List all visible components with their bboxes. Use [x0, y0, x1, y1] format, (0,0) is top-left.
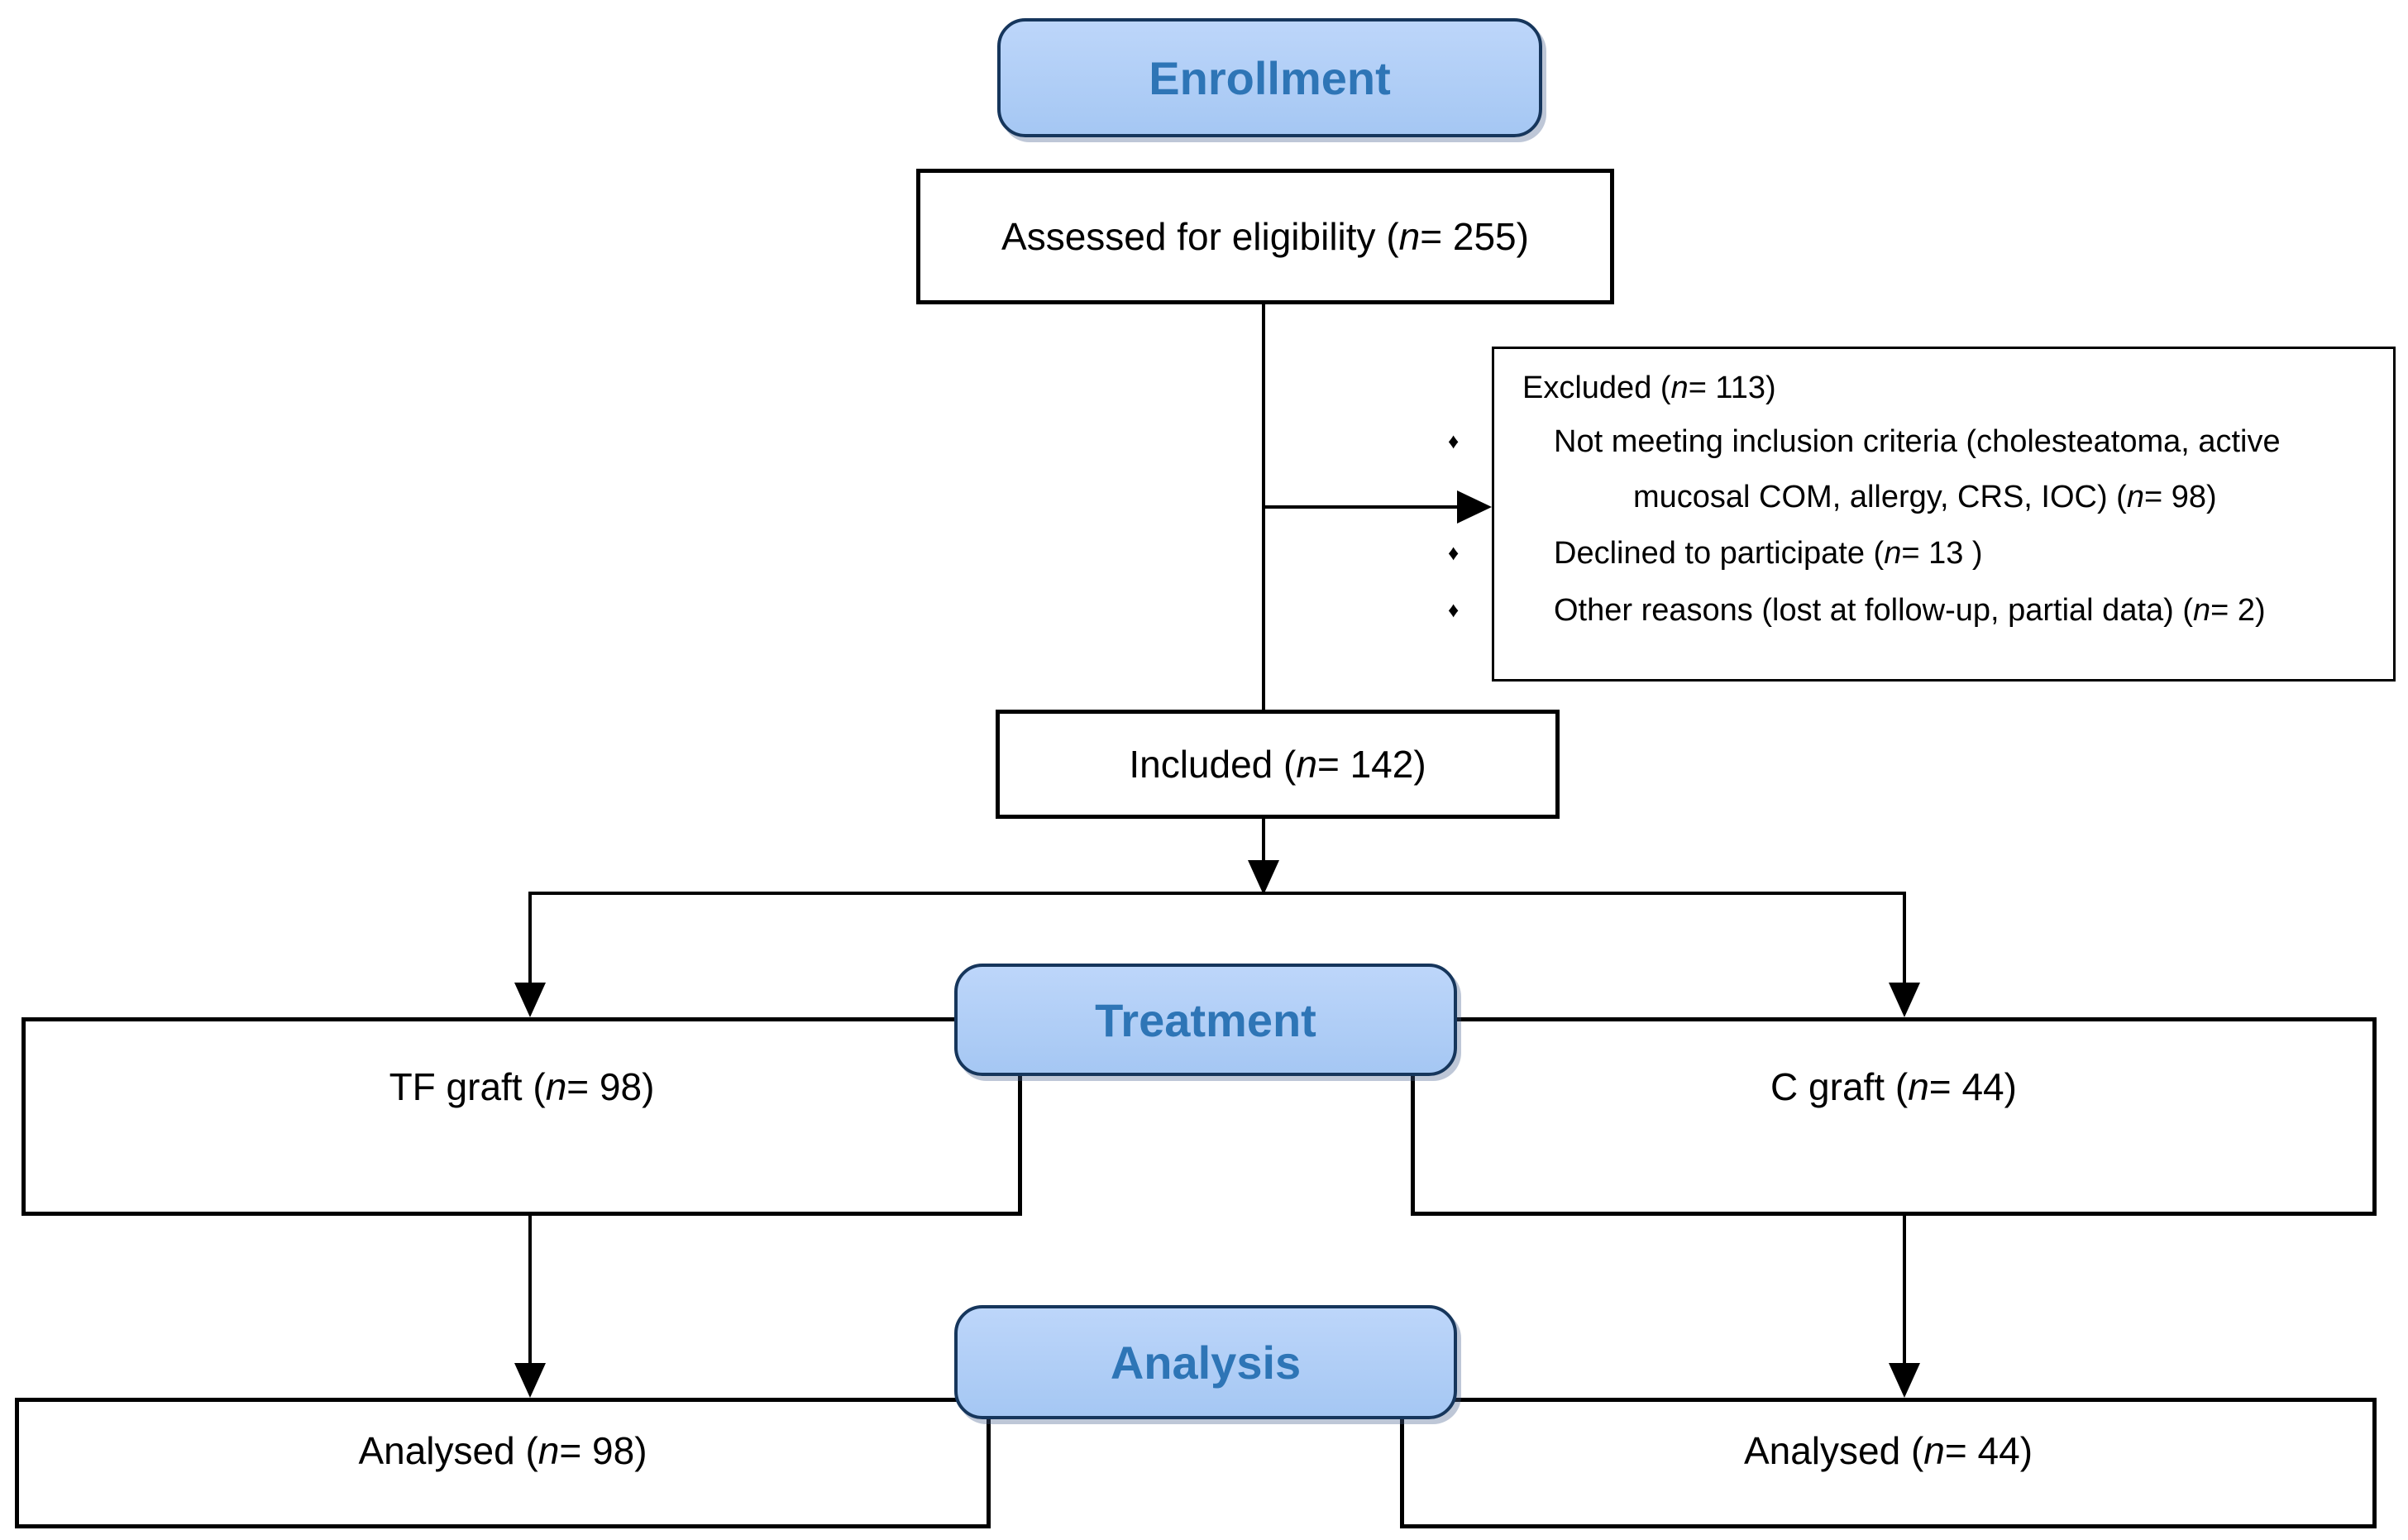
node-included-label: Included (n= 142)	[1129, 743, 1426, 786]
connector-split-to-tf	[528, 892, 532, 984]
node-analysed-tf: Analysed (n= 98)	[15, 1398, 991, 1528]
connector-cgraft-to-analysed	[1903, 1216, 1906, 1365]
node-included: Included (n= 142)	[996, 710, 1560, 819]
node-assessed-for-eligibility: Assessed for eligibility (n= 255)	[916, 169, 1614, 304]
excluded-reason-text: Declined to participate (n= 13 )	[1554, 536, 1983, 571]
node-c-graft-label: C graft (n= 44)	[1770, 1065, 2017, 1108]
split-line	[528, 892, 1906, 895]
stage-label-enrollment: Enrollment	[1149, 51, 1391, 104]
arrowhead-split-icon	[1248, 860, 1279, 895]
node-tf-graft: TF graft (n= 98)	[22, 1017, 1022, 1216]
stage-label-treatment: Treatment	[1095, 993, 1316, 1046]
node-assessed-label: Assessed for eligibility (n= 255)	[1001, 215, 1529, 258]
stage-pill-treatment: Treatment	[954, 964, 1457, 1076]
arrowhead-analysed-cgraft-icon	[1889, 1363, 1920, 1398]
excluded-reason-text: Not meeting inclusion criteria (choleste…	[1554, 424, 2281, 514]
arrowhead-excluded-icon	[1457, 490, 1492, 524]
connector-included-to-split	[1262, 819, 1265, 864]
stage-label-analysis: Analysis	[1110, 1336, 1302, 1389]
node-analysed-c: Analysed (n= 44)	[1400, 1398, 2377, 1528]
arrowhead-cgraft-icon	[1889, 983, 1920, 1017]
connector-split-to-cgraft	[1903, 892, 1906, 984]
node-excluded: Excluded (n= 113) ♦Not meeting inclusion…	[1448, 347, 2396, 682]
node-analysed-tf-label: Analysed (n= 98)	[358, 1429, 647, 1472]
excluded-reason: ♦Not meeting inclusion criteria (cholest…	[1448, 424, 2281, 514]
stage-pill-analysis: Analysis	[954, 1305, 1457, 1419]
node-c-graft: C graft (n= 44)	[1411, 1017, 2377, 1216]
connector-to-excluded	[1262, 505, 1460, 509]
connector-tf-to-analysed	[528, 1216, 532, 1365]
excluded-title: Excluded (n= 113)	[1522, 371, 1776, 405]
node-tf-graft-label: TF graft (n= 98)	[389, 1065, 655, 1108]
excluded-reason: ♦Other reasons (lost at follow-up, parti…	[1448, 592, 2266, 628]
arrowhead-tf-icon	[514, 983, 546, 1017]
node-analysed-c-label: Analysed (n= 44)	[1743, 1429, 2033, 1472]
excluded-reason: ♦Declined to participate (n= 13 )	[1448, 536, 1983, 571]
excluded-reason-text: Other reasons (lost at follow-up, partia…	[1554, 592, 2266, 628]
stage-pill-enrollment: Enrollment	[997, 18, 1542, 137]
arrowhead-analysed-tf-icon	[514, 1363, 546, 1398]
